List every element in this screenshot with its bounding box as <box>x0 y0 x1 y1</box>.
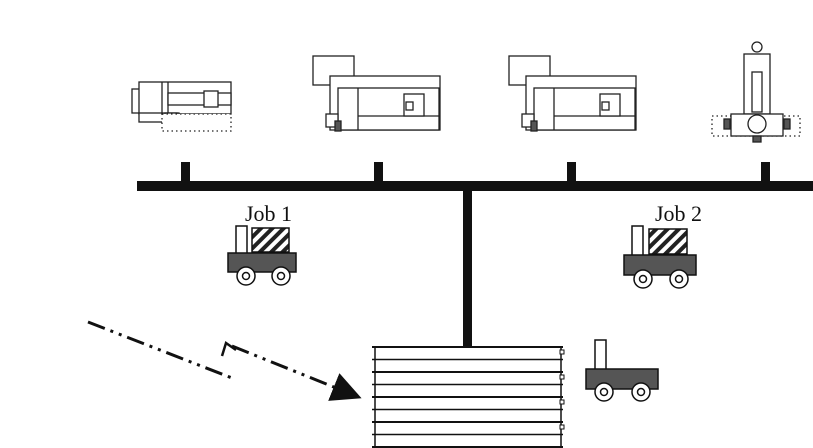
rack-slot-marker <box>559 374 565 380</box>
agv-idle <box>585 339 659 402</box>
stub-machine-3 <box>567 162 576 184</box>
trunk-to-storage <box>463 191 472 347</box>
transport-network <box>137 162 813 347</box>
agv-job-1 <box>227 225 297 286</box>
machine-1 <box>131 81 232 132</box>
job-2-label: Job 2 <box>655 201 702 226</box>
job-1-label: Job 1 <box>245 201 292 226</box>
rack-slot-marker <box>559 424 565 430</box>
stub-machine-1 <box>181 162 190 184</box>
robot-cell <box>711 41 801 143</box>
rack-slot-marker <box>559 349 565 355</box>
main-bus <box>137 181 813 191</box>
storage-rack <box>372 346 565 448</box>
machine-3 <box>508 55 637 132</box>
material-flow-arrow <box>87 320 362 401</box>
machine-2 <box>312 55 441 132</box>
agv-job-2 <box>623 225 697 289</box>
stub-robot-cell <box>761 162 770 184</box>
rack-slot-marker <box>559 399 565 405</box>
stub-machine-2 <box>374 162 383 184</box>
